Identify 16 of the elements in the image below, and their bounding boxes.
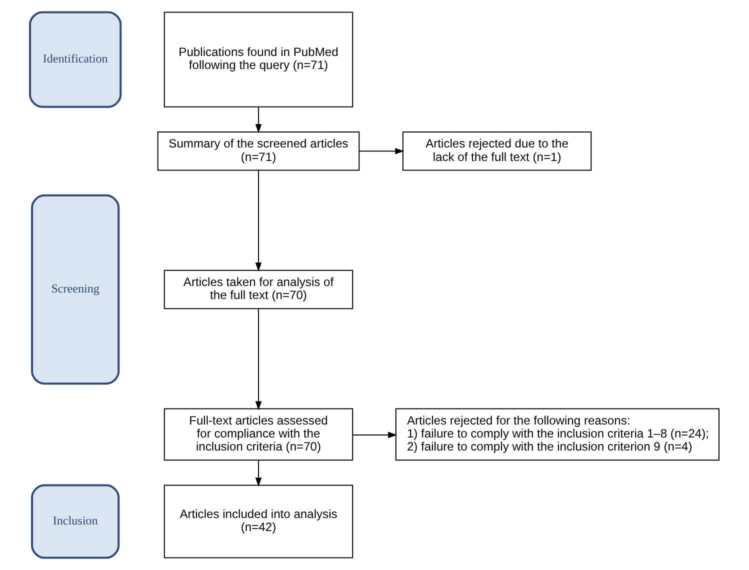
arrow <box>359 148 404 154</box>
node-box: Identification <box>29 11 122 108</box>
node-box: Inclusion <box>31 484 120 559</box>
node-box: Articles rejected for the following reasons: 1) failure to comply with the inclusion criteria 1–8 (n=24); 2) failure to comply with the inclusion criterion 9 (n=4) <box>395 408 720 461</box>
node-box: Full-text articles assessed for compliance with the inclusion criteria (n=70) <box>164 408 354 461</box>
node-box: Screening <box>31 194 120 385</box>
node-box: Articles taken for analysis of the full text (n=70) <box>164 270 354 310</box>
arrow <box>255 106 262 134</box>
node-box: Articles rejected due to the lack of the full text (n=1) <box>402 132 592 171</box>
node-box: Publications found in PubMed following the query (n=71) <box>164 12 354 108</box>
node-box: Summary of the screened articles (n=71) <box>157 132 360 171</box>
arrow <box>352 432 398 438</box>
arrow <box>255 170 262 272</box>
arrow <box>255 308 262 410</box>
node-box: Articles included into analysis (n=42) <box>164 484 354 558</box>
arrow <box>255 460 262 487</box>
